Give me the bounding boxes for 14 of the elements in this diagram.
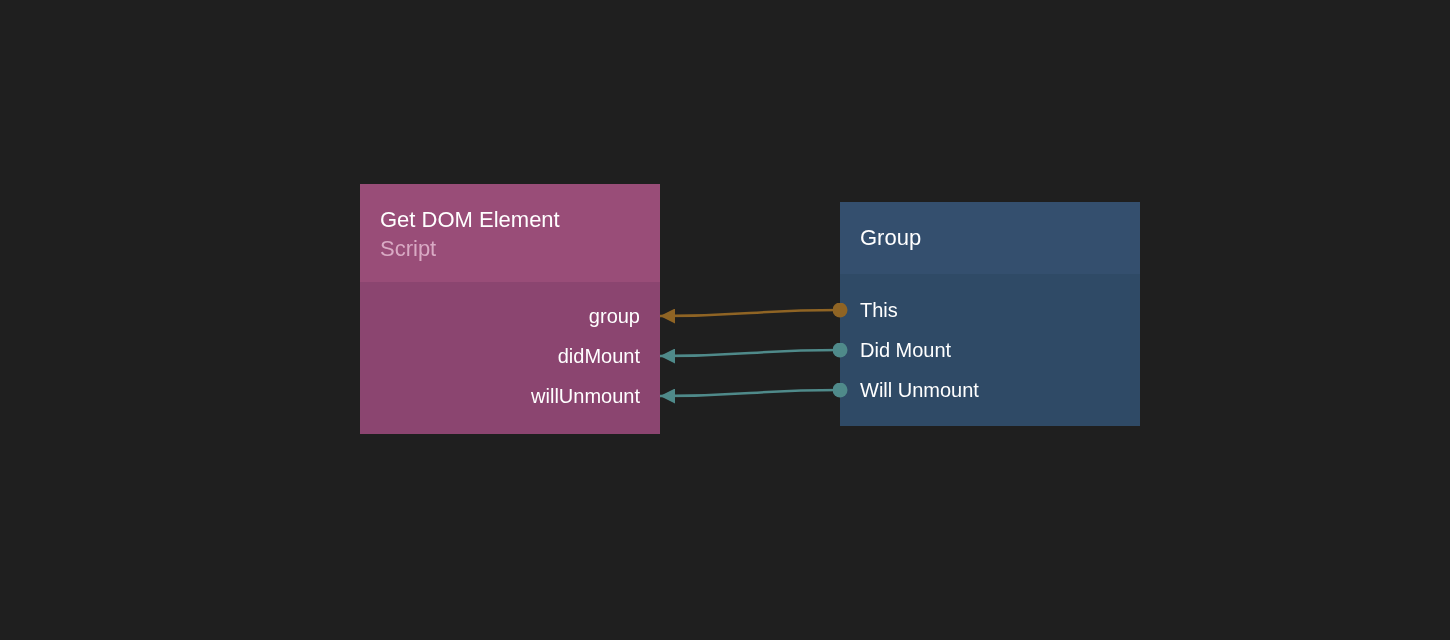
port-label: Did Mount — [840, 338, 960, 362]
node-title: Get DOM Element — [380, 206, 561, 234]
port-label: willUnmount — [523, 384, 660, 408]
connection-arrow — [660, 382, 848, 404]
node-card — [840, 202, 1140, 426]
node-subtitle: Script — [380, 235, 438, 263]
port-label: didMount — [549, 344, 660, 368]
connection-arrow — [660, 342, 848, 364]
port-label: Will Unmount — [840, 378, 987, 402]
connection-arrow — [660, 302, 848, 324]
port-label: This — [840, 298, 906, 322]
node-card — [360, 184, 660, 434]
node-title: Group — [860, 224, 923, 252]
port-label: group — [580, 304, 660, 328]
